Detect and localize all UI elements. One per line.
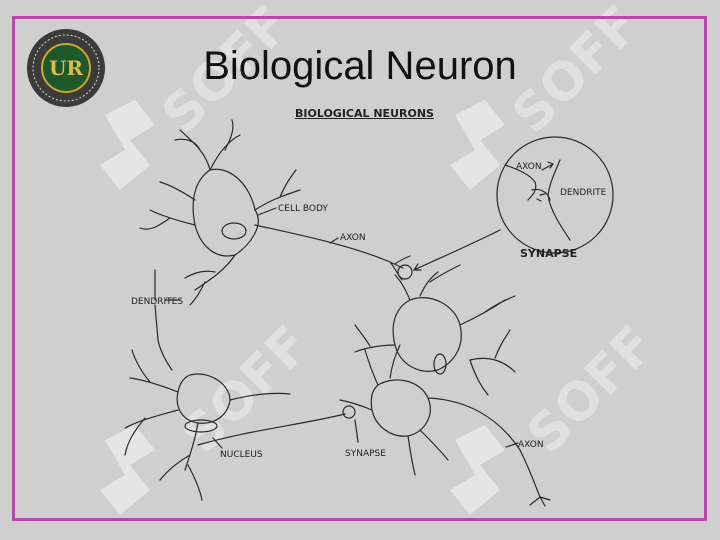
lower-nucleus	[184, 419, 218, 433]
upper-synapse-circle	[397, 264, 413, 280]
right-nucleus	[433, 353, 447, 375]
upper-axon	[254, 224, 404, 269]
lower-synapse-circle	[342, 405, 356, 419]
label-synapse-bottom: SYNAPSE	[345, 449, 386, 459]
label-nucleus: NUCLEUS	[220, 450, 263, 460]
label-inset-dendrite: DENDRITE	[560, 188, 607, 198]
lower-axon	[197, 413, 346, 446]
label-axon-bottom: AXON	[518, 440, 544, 450]
upper-cell-body	[192, 168, 259, 257]
slide-title: Biological Neuron	[203, 44, 517, 88]
label-axon-top: AXON	[340, 233, 366, 243]
label-dendrites: DENDRITES	[131, 297, 184, 307]
synapse-inset-circle	[496, 136, 614, 254]
middle-cell-body	[370, 379, 431, 437]
lower-cell-body	[176, 373, 231, 424]
label-cell-body: CELL BODY	[278, 204, 328, 214]
slide-frame	[12, 16, 707, 521]
diagram-heading: BIOLOGICAL NEURONS	[295, 107, 434, 120]
upper-nucleus	[221, 222, 247, 240]
right-cell-body	[392, 297, 462, 372]
logo-monogram: UR	[49, 56, 83, 80]
label-inset-axon: AXON	[516, 162, 542, 172]
long-axon	[427, 397, 541, 498]
label-inset-synapse: SYNAPSE	[520, 247, 578, 260]
university-seal-logo: UR	[26, 28, 106, 108]
